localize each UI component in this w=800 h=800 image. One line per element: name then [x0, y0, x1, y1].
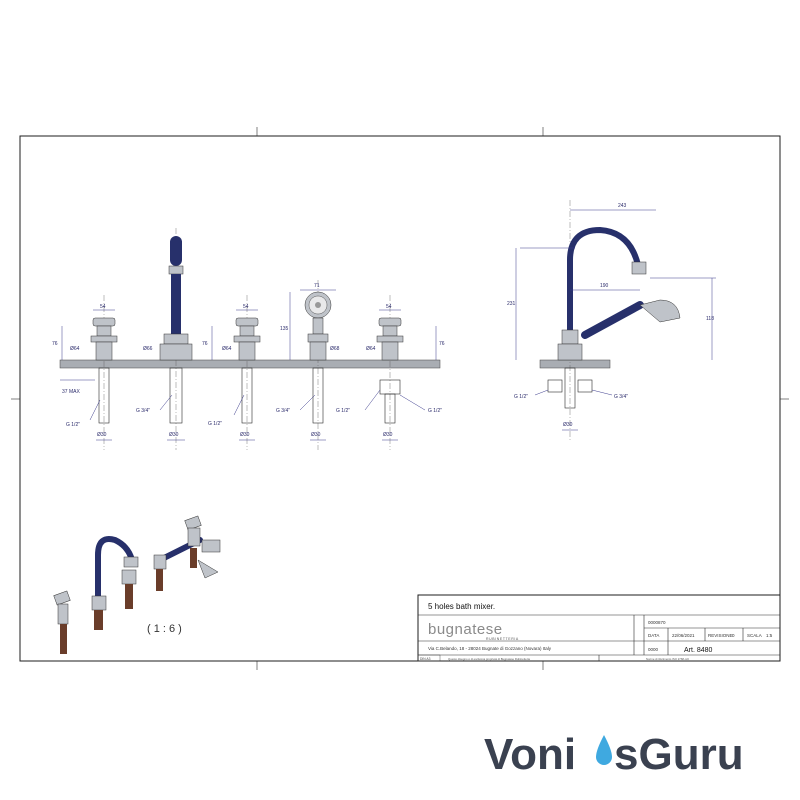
dim-text: 54	[243, 304, 249, 310]
dim-text: Ø30	[383, 432, 393, 438]
deck-slab	[59, 359, 441, 369]
company-address: Via C.Belando, 18 - 28024 Bugnate di Goz…	[428, 646, 552, 651]
hand-shower-handle	[581, 301, 644, 339]
property-note: Questo disegno è di esclusiva proprietà …	[448, 657, 530, 661]
dim-text: Ø64	[70, 346, 80, 352]
article-number: Art. 8480	[684, 647, 713, 654]
scale-field-label: SCALA	[747, 633, 762, 638]
dim-text: 71	[314, 283, 320, 289]
dim-text: 243	[618, 203, 627, 209]
dim-text: G 1/2"	[208, 421, 222, 427]
dim-text: Ø30	[311, 432, 321, 438]
side-deck-slab	[539, 359, 611, 369]
dim-text: Ø64	[222, 346, 232, 352]
border-ticks	[11, 127, 789, 670]
dim-text: Ø66	[143, 346, 153, 352]
dim-text: 76	[202, 341, 208, 347]
dim-text: 190	[600, 283, 609, 289]
dim-text: G 1/2"	[66, 422, 80, 428]
date-value: 22/06/2021	[672, 633, 695, 638]
dim-text: 135	[280, 326, 289, 332]
dim-text: 76	[439, 341, 445, 347]
dim-text: G 1/2"	[428, 408, 442, 414]
date-label: DATA	[648, 633, 659, 638]
sheet-border	[19, 135, 781, 662]
dim-text: 54	[386, 304, 392, 310]
scale-field-value: 1:5	[766, 633, 773, 638]
aerator	[631, 261, 647, 275]
side-dimension-lines	[515, 209, 716, 431]
hand-shower-front	[304, 291, 332, 424]
revision-label: REVISIONE	[708, 633, 733, 638]
drawing-title: 5 holes bath mixer.	[428, 602, 495, 611]
spout-front	[159, 236, 193, 424]
brand-subtitle: RUBINETTERIA	[486, 637, 519, 641]
dim-text: Ø30	[169, 432, 179, 438]
dim-text: Ø30	[563, 422, 573, 428]
sheet-format: DIN A3	[420, 657, 431, 661]
dim-text: Ø68	[330, 346, 340, 352]
dim-text: 54	[100, 304, 106, 310]
dim-text: 118	[706, 316, 714, 322]
cross-handle-right	[376, 317, 404, 424]
hand-shower-head-side	[639, 299, 681, 323]
front-view: 54 54 54 76 76 76 Ø64 Ø64 Ø64 Ø66 Ø68 71…	[52, 228, 445, 450]
dim-text: G 1/2"	[514, 394, 528, 400]
dim-text: Ø30	[97, 432, 107, 438]
spout-arc	[567, 226, 641, 338]
dim-text: 37 MAX	[62, 389, 80, 395]
dim-text: G 3/4"	[614, 394, 628, 400]
watermark-text-right: sGuru	[614, 730, 744, 779]
dim-text: Ø30	[240, 432, 250, 438]
reference-code: 0000870	[648, 620, 666, 625]
watermark: Voni sGuru	[484, 730, 744, 779]
front-dimension-lines	[60, 289, 437, 441]
cross-handle-center	[233, 317, 261, 424]
dim-text: 76	[52, 341, 58, 347]
cross-handle-left	[90, 317, 118, 424]
dim-text: G 1/2"	[336, 408, 350, 414]
water-drop-icon	[596, 735, 612, 765]
standards-note: Norme di riferimento ISO 2768-mK	[646, 657, 689, 661]
title-block: 5 holes bath mixer. bugnatese RUBINETTER…	[417, 594, 781, 662]
dim-text: Ø64	[366, 346, 376, 352]
watermark-text-left: Voni	[484, 730, 576, 779]
dim-text: G 3/4"	[276, 408, 290, 414]
dim-text: 231	[507, 301, 516, 307]
brand-logo: bugnatese	[428, 621, 503, 638]
revision-value: 0	[732, 633, 735, 638]
dim-text: G 3/4"	[136, 408, 150, 414]
isometric-view: ( 1 : 6 )	[53, 515, 221, 654]
scale-label: ( 1 : 6 )	[147, 623, 182, 635]
side-view: 243 231 190 118 G 1/2" G 3/4" Ø30	[507, 200, 716, 440]
code-field: 0000	[648, 647, 659, 652]
